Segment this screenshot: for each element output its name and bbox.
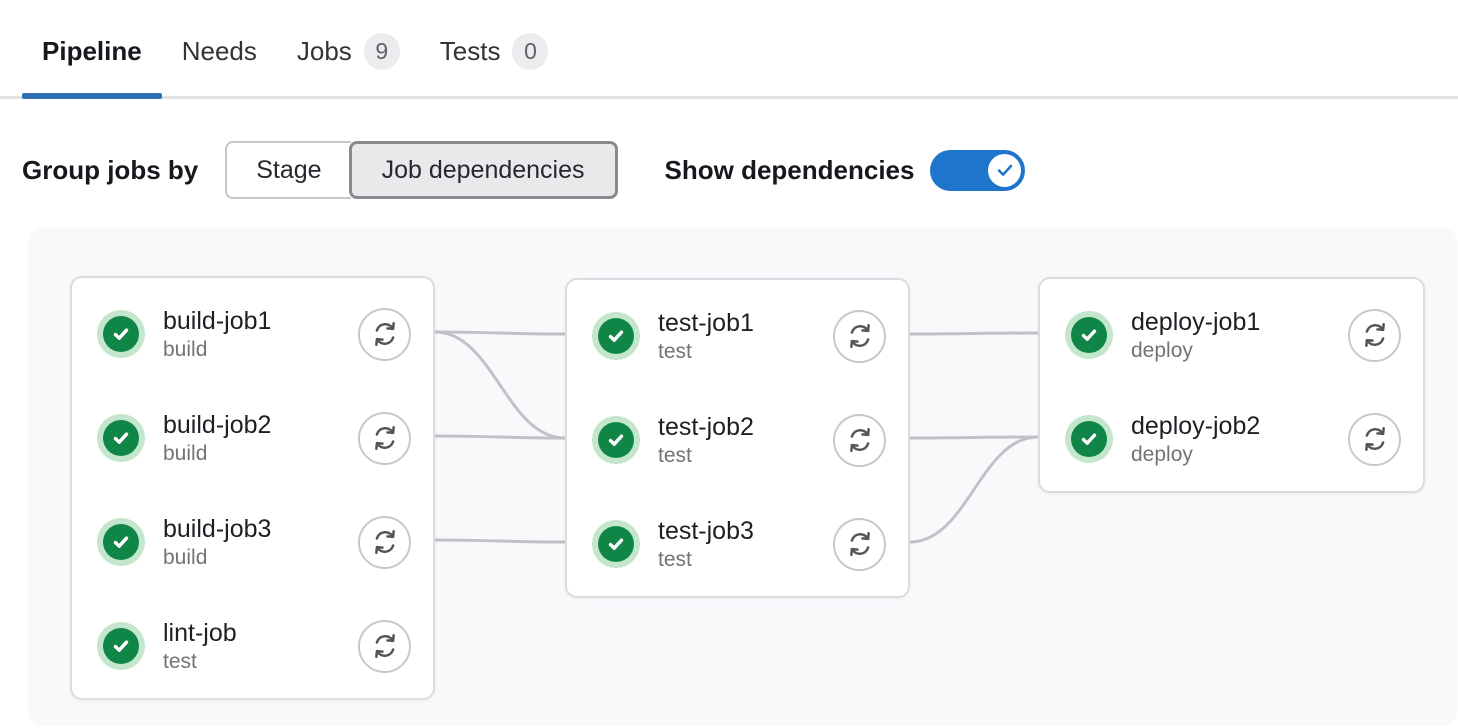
retry-icon [374, 322, 395, 346]
jobs-count-badge: 9 [363, 33, 400, 70]
job-row: lint-job test [72, 594, 433, 698]
group-jobs-segmented-control: Stage Job dependencies [225, 141, 618, 199]
job-row: build-job2 build [72, 386, 433, 490]
dependency-edge [909, 435, 1039, 440]
job-row: deploy-job1 deploy [1040, 283, 1423, 387]
retry-job-button[interactable] [358, 619, 411, 673]
job-row: test-job2 test [567, 388, 908, 492]
tab-needs-label: Needs [181, 36, 257, 66]
tab-pipeline-label: Pipeline [42, 36, 142, 66]
job-stage-label: test [658, 339, 692, 363]
job-group-card: build-job1 build build-job2 build build-… [70, 276, 435, 700]
retry-icon [849, 532, 870, 556]
job-stage-label: test [658, 547, 692, 571]
job-name-link[interactable]: build-job3 [163, 514, 272, 543]
job-name-link[interactable]: test-job1 [658, 308, 754, 337]
status-success-icon [97, 310, 145, 358]
job-stage-label: test [163, 649, 197, 673]
group-by-stage-button[interactable]: Stage [225, 141, 351, 199]
tab-tests[interactable]: Tests 0 [420, 0, 569, 96]
job-row: test-job1 test [567, 284, 908, 388]
tests-count-badge: 0 [512, 33, 549, 70]
job-text: deploy-job2 deploy [1131, 411, 1348, 468]
dependency-edge [434, 538, 566, 544]
show-dependencies-toggle[interactable] [930, 149, 1026, 191]
job-row: build-job3 build [72, 490, 433, 594]
tab-needs[interactable]: Needs [162, 0, 277, 96]
tab-jobs-label: Jobs [296, 36, 352, 66]
job-name-link[interactable]: deploy-job2 [1131, 411, 1261, 440]
retry-icon [849, 428, 870, 452]
group-jobs-by-label: Group jobs by [22, 154, 199, 185]
job-group-card: deploy-job1 deploy deploy-job2 deploy [1038, 277, 1425, 493]
status-success-icon [1065, 311, 1113, 359]
job-name-link[interactable]: build-job2 [163, 410, 272, 439]
show-dependencies-label: Show dependencies [664, 154, 915, 185]
toggle-knob-check-icon [988, 153, 1022, 187]
dependency-edge [434, 330, 566, 440]
status-success-icon [97, 518, 145, 566]
retry-icon [374, 634, 395, 658]
job-stage-label: deploy [1131, 338, 1193, 362]
retry-icon [849, 324, 870, 348]
pipeline-graph-panel: build-job1 build build-job2 build build-… [28, 228, 1457, 726]
dependency-edge [434, 330, 566, 336]
status-success-icon [97, 414, 145, 462]
job-text: test-job2 test [658, 412, 833, 469]
retry-job-button[interactable] [358, 307, 411, 361]
status-success-icon [1065, 415, 1113, 463]
graph-controls-row: Group jobs by Stage Job dependencies Sho… [22, 141, 1458, 199]
tab-jobs[interactable]: Jobs 9 [277, 0, 420, 96]
retry-job-button[interactable] [833, 413, 886, 467]
job-name-link[interactable]: lint-job [163, 618, 237, 647]
job-text: test-job3 test [658, 516, 833, 573]
job-group-card: test-job1 test test-job2 test test-job3 … [565, 278, 910, 598]
dependency-edge [909, 331, 1039, 336]
job-text: test-job1 test [658, 308, 833, 365]
job-name-link[interactable]: test-job2 [658, 412, 754, 441]
job-text: build-job1 build [163, 306, 358, 363]
pipeline-tabs-bar: Pipeline Needs Jobs 9 Tests 0 [0, 0, 1458, 99]
retry-job-button[interactable] [1348, 308, 1401, 362]
job-row: deploy-job2 deploy [1040, 387, 1423, 491]
job-stage-label: test [658, 443, 692, 467]
retry-icon [1364, 427, 1385, 451]
job-name-link[interactable]: build-job1 [163, 306, 272, 335]
retry-job-button[interactable] [358, 411, 411, 465]
retry-icon [374, 426, 395, 450]
job-name-link[interactable]: test-job3 [658, 516, 754, 545]
job-stage-label: build [163, 441, 208, 465]
job-stage-label: build [163, 337, 208, 361]
dependency-edge [434, 434, 566, 440]
status-success-icon [592, 312, 640, 360]
tab-tests-label: Tests [439, 36, 501, 66]
job-text: deploy-job1 deploy [1131, 307, 1348, 364]
job-stage-label: build [163, 545, 208, 569]
job-row: test-job3 test [567, 492, 908, 596]
status-success-icon [592, 416, 640, 464]
retry-job-button[interactable] [1348, 412, 1401, 466]
tab-pipeline[interactable]: Pipeline [22, 0, 162, 99]
retry-job-button[interactable] [358, 515, 411, 569]
job-stage-label: deploy [1131, 442, 1193, 466]
dependency-edge [909, 435, 1039, 544]
retry-job-button[interactable] [833, 309, 886, 363]
retry-job-button[interactable] [833, 517, 886, 571]
job-text: lint-job test [163, 618, 358, 675]
group-by-job-dependencies-button[interactable]: Job dependencies [348, 141, 618, 199]
job-text: build-job3 build [163, 514, 358, 571]
status-success-icon [592, 520, 640, 568]
job-name-link[interactable]: deploy-job1 [1131, 307, 1261, 336]
job-row: build-job1 build [72, 282, 433, 386]
retry-icon [374, 530, 395, 554]
retry-icon [1364, 323, 1385, 347]
status-success-icon [97, 622, 145, 670]
job-text: build-job2 build [163, 410, 358, 467]
dependency-edges [434, 330, 1039, 544]
